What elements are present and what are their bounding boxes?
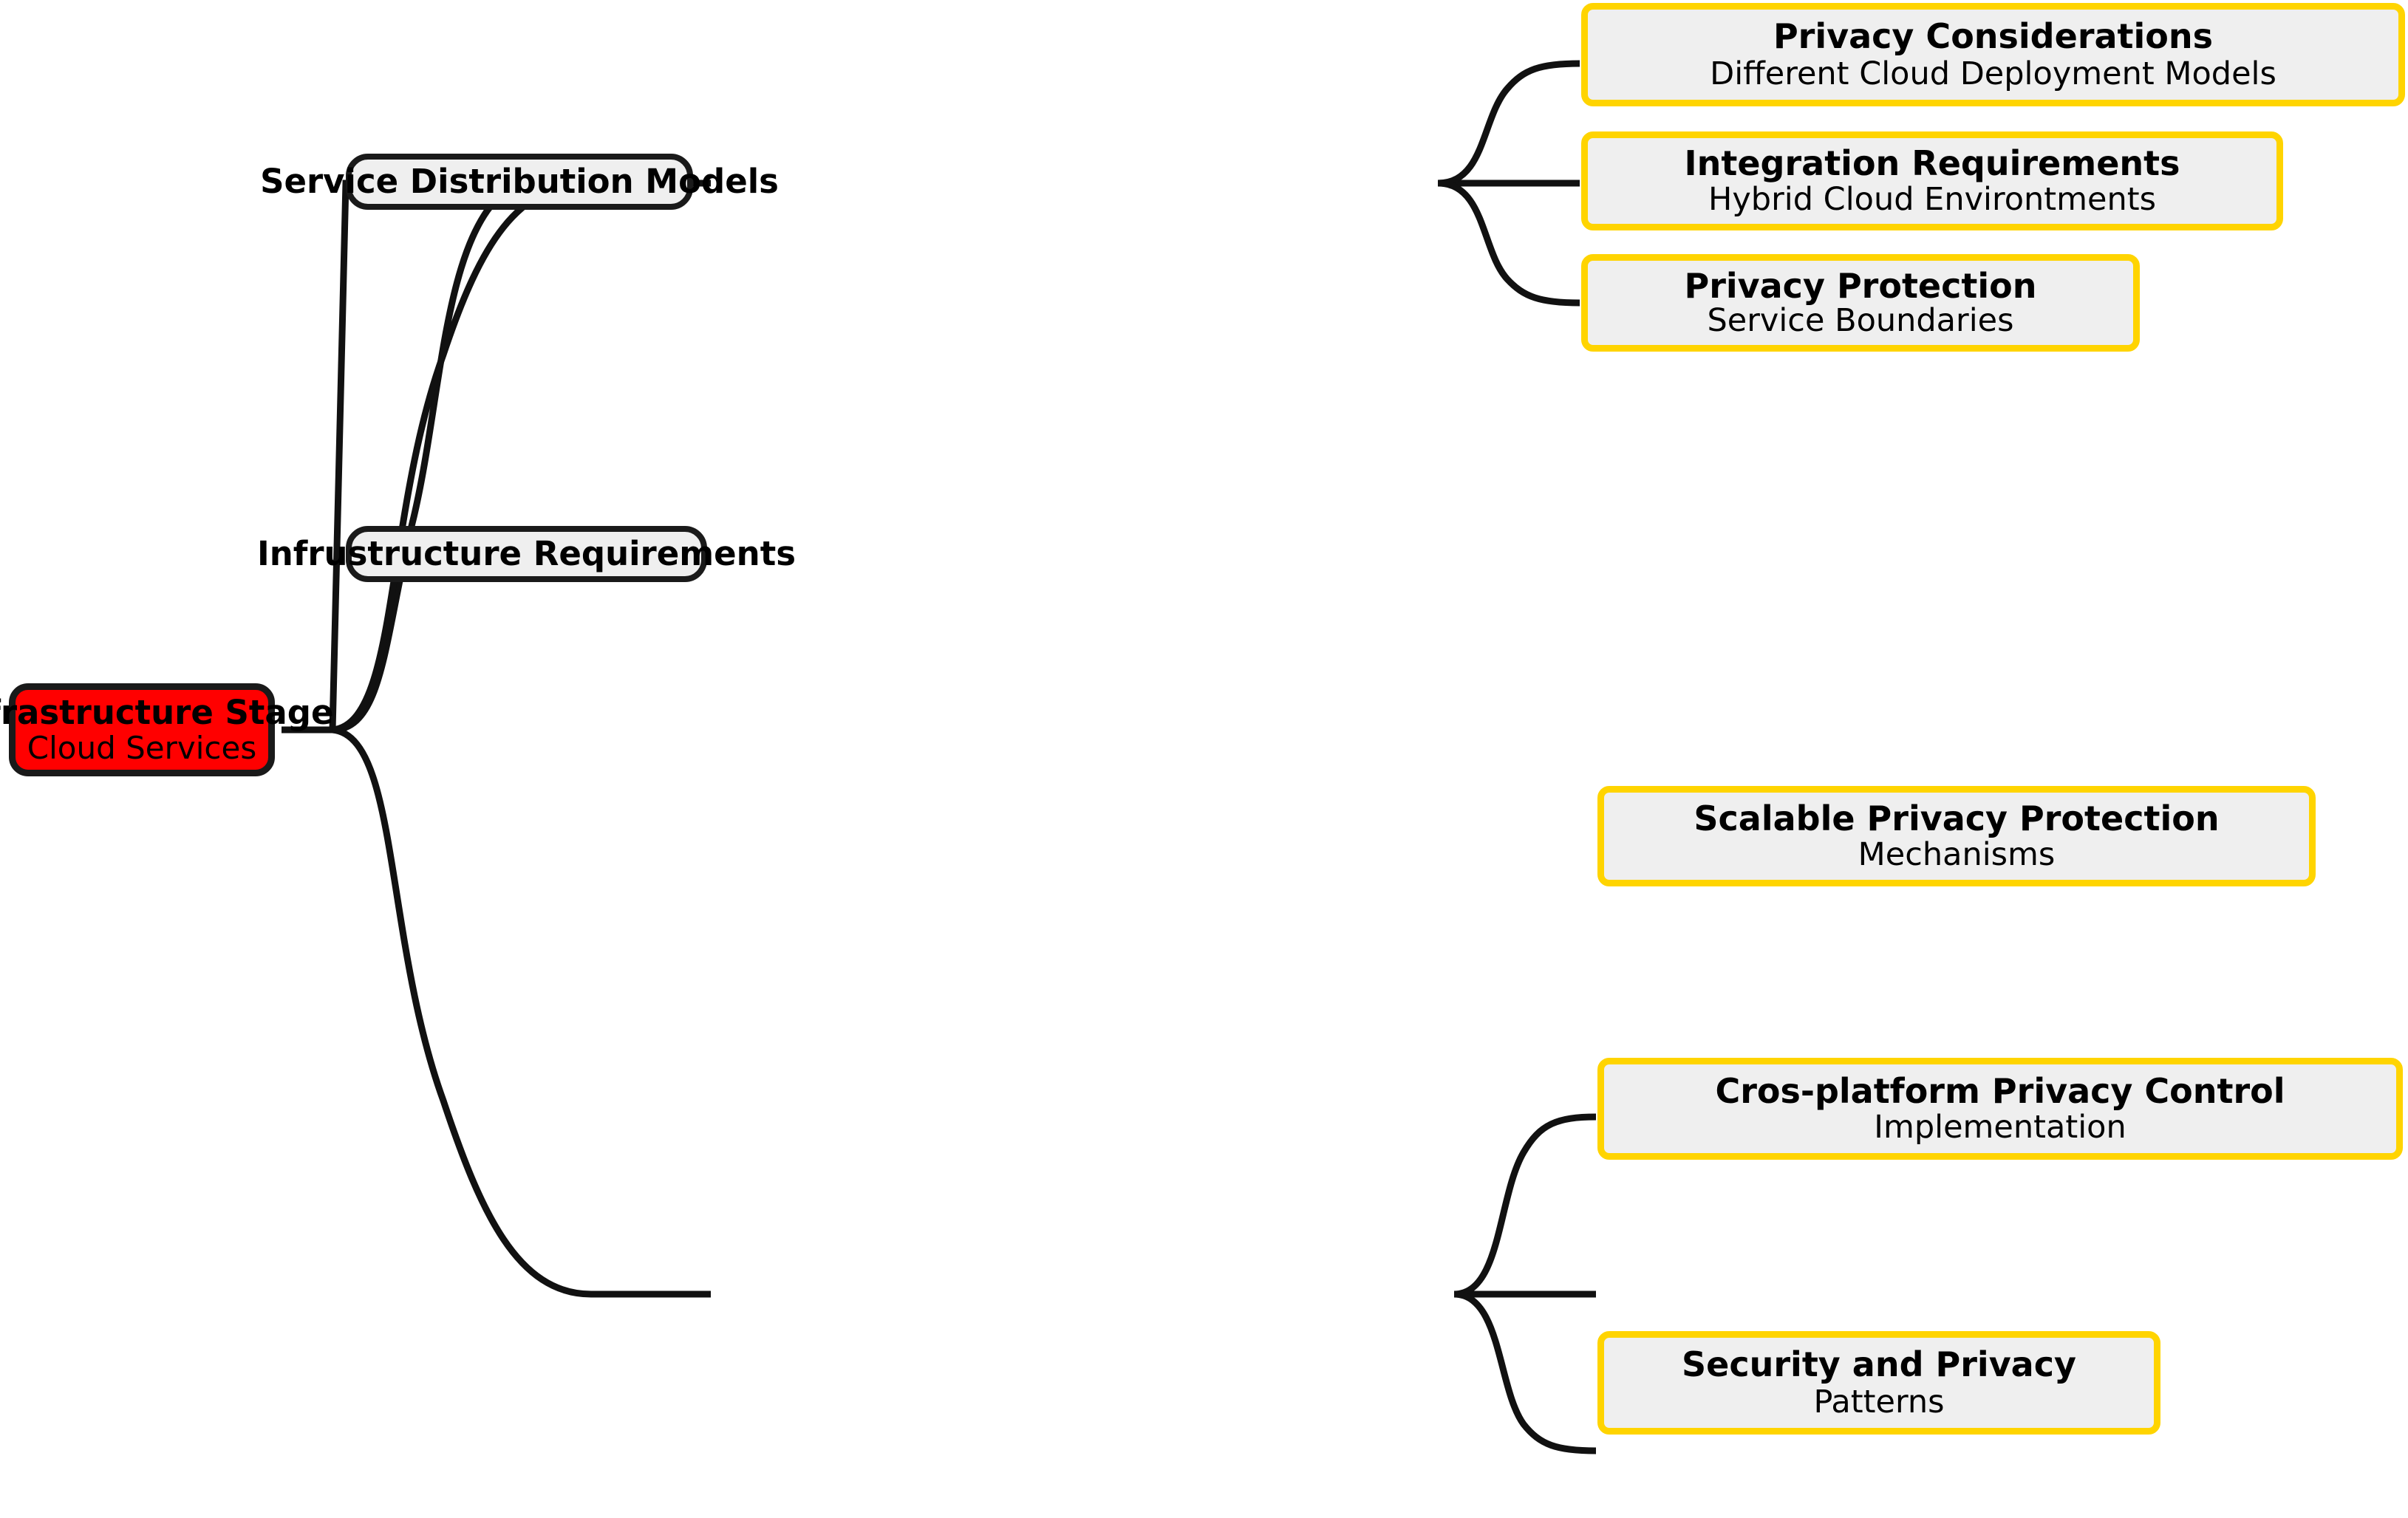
leaf-node-cros-platform-privacy-control[interactable]: Cros-platform Privacy Control Implementa…	[1597, 1058, 2403, 1160]
leaf-node-title: Privacy Considerations	[1773, 16, 2214, 57]
leaf-node-title: Security and Privacy	[1682, 1344, 2076, 1385]
edge-branch-1-to-leaf-2	[1453, 1290, 1597, 1454]
edge-branch-0-to-leaf-0	[1437, 60, 1580, 187]
leaf-node-subtitle: Mechanisms	[1858, 835, 2056, 873]
leaf-node-title: Integration Requirements	[1684, 143, 2180, 184]
leaf-node-title: Scalable Privacy Protection	[1694, 798, 2220, 838]
leaf-node-subtitle: Hybrid Cloud Environtments	[1708, 180, 2156, 218]
root-node[interactable]: Infrastructure Stage Cloud Services	[0, 683, 334, 776]
leaf-node-subtitle: Service Boundaries	[1707, 302, 2014, 340]
leaf-node-subtitle: Patterns	[1813, 1383, 1945, 1420]
leaf-node-security-and-privacy[interactable]: Security and Privacy Patterns	[1597, 1331, 2160, 1435]
leaf-node-privacy-considerations[interactable]: Privacy Considerations Different Cloud D…	[1581, 3, 2405, 106]
edge-root-to-branch-0	[329, 180, 519, 734]
leaf-node-scalable-privacy-protection[interactable]: Scalable Privacy Protection Mechanisms	[1597, 786, 2316, 886]
leaf-node-privacy-protection[interactable]: Privacy Protection Service Boundaries	[1581, 254, 2140, 352]
edge-root-to-branch-0-line	[332, 180, 711, 734]
leaf-node-integration-requirements[interactable]: Integration Requirements Hybrid Cloud En…	[1581, 131, 2283, 230]
edge-root-to-branch-1-line	[332, 726, 711, 1298]
branch-node-infrustructure-requirements[interactable]: Infrustructure Requirements	[257, 526, 796, 582]
edge-branch-1-to-leaf-0	[1453, 1113, 1597, 1298]
edge-branch-0-to-leaf-2	[1437, 180, 1580, 307]
leaf-node-subtitle: Different Cloud Deployment Models	[1710, 55, 2276, 92]
branch-node-title: Service Distribution Models	[260, 162, 779, 202]
branch-node-title: Infrustructure Requirements	[257, 534, 797, 574]
root-node-subtitle: Cloud Services	[27, 729, 257, 766]
leaf-node-title: Privacy Protection	[1684, 265, 2037, 306]
leaf-node-title: Cros-platform Privacy Control	[1715, 1070, 2285, 1111]
leaf-node-subtitle: Implementation	[1874, 1109, 2126, 1146]
branch-node-service-distribution-models[interactable]: Service Distribution Models	[260, 154, 779, 210]
root-node-title: Infrastructure Stage	[0, 693, 334, 733]
